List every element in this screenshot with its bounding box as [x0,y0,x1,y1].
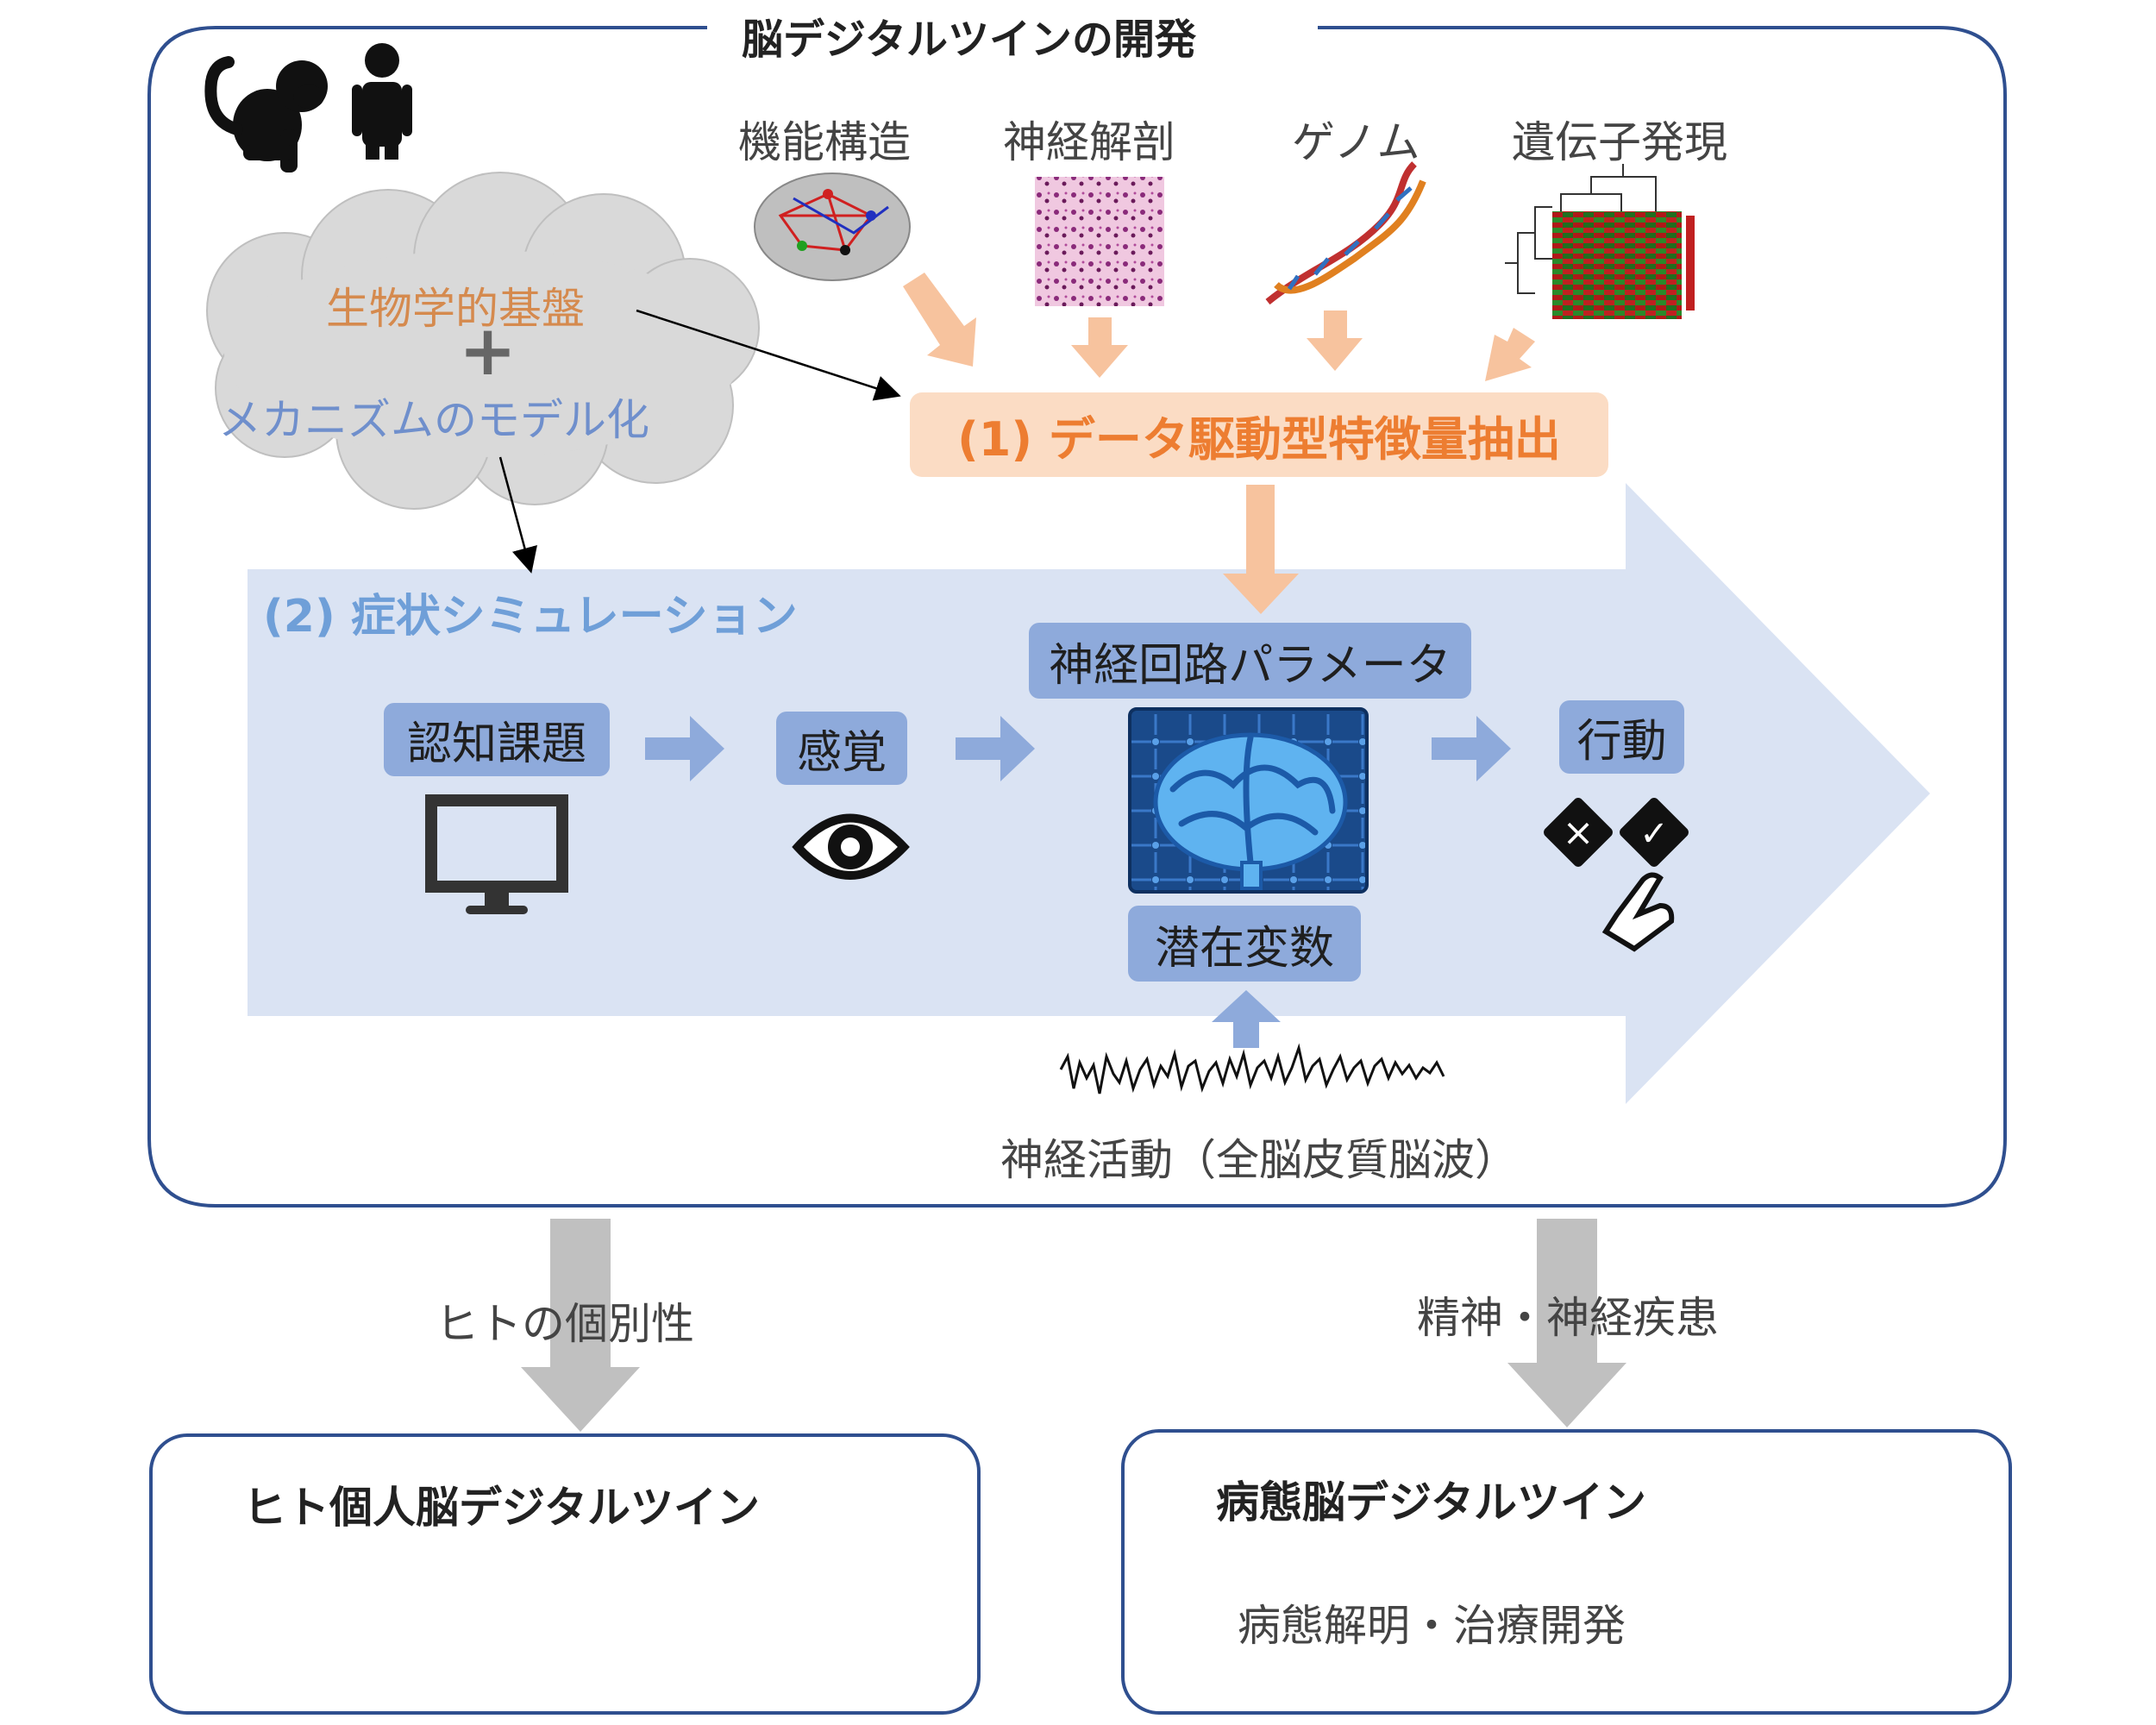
source-label-anatomy: 神経解剖 [1003,117,1175,167]
cloud-to-extraction-line [636,309,901,401]
source-label-function: 機能構造 [738,117,911,167]
sensation-label: 感覚 [796,727,887,779]
individual-twin-title: ヒト個人脳デジタルツイン [243,1483,760,1533]
feature-extraction-label: (1) データ駆動型特徴量抽出 [957,411,1561,467]
individuality-label: ヒトの個別性 [436,1299,694,1349]
latent-variables-box: 潜在変数 [1128,906,1361,982]
monkey-icon [204,56,328,172]
feature-extraction-box: (1) データ駆動型特徴量抽出 [910,392,1608,477]
extraction-to-params-arrow [1223,485,1299,614]
sensation-box: 感覚 [776,712,907,785]
cloud-plus-sign: + [459,310,517,391]
latent-variables-label: 潜在変数 [1154,922,1334,975]
source-arrows [903,273,1535,381]
brain-connectome-icon [754,172,911,281]
main-frame [147,26,2007,1208]
circuit-params-box: 神経回路パラメータ [1029,623,1471,699]
eeg-waveform [1059,1043,1445,1095]
simulation-big-arrow [248,483,1930,1104]
source-label-genome: ゲノム [1292,117,1420,167]
cloud-mechanism-label: メカニズムのモデル化 [218,395,649,445]
individual-twin-box [149,1433,981,1715]
behavior-label: 行動 [1576,716,1667,768]
dna-icon [1265,161,1426,305]
cloud-to-simulation-line [498,456,537,574]
histology-image-icon [1035,177,1164,306]
pathology-twin-title: 病態脳デジタルツイン [1216,1477,1646,1527]
main-title: 脳デジタルツインの開発 [742,16,1197,64]
pathology-twin-text: 病態解明・治療開発 [1238,1601,1626,1651]
cognitive-task-box: 認知課題 [384,703,610,776]
monitor-icon [425,794,568,914]
source-label-expression: 遺伝子発現 [1512,117,1727,167]
pathology-twin-box [1121,1429,2012,1715]
svg-text:✓: ✓ [1639,814,1669,854]
left-down-arrow [521,1219,640,1432]
circuit-params-label: 神経回路パラメータ [1049,639,1451,692]
eye-icon [792,813,910,880]
person-icon [352,43,412,160]
behavior-box: 行動 [1559,700,1684,774]
cloud-biology-label: 生物学的基盤 [326,284,585,334]
flow-arrows [645,716,1511,1048]
brain-chip-icon [1128,707,1369,894]
cloud-shape [206,172,760,510]
simulation-title: (2) 症状シミュレーション [263,591,798,643]
right-down-arrow [1507,1219,1626,1427]
disorders-label: 精神・神経疾患 [1417,1293,1719,1343]
cognitive-task-label: 認知課題 [406,718,586,770]
svg-text:×: × [1563,811,1595,855]
action-choice-icon: × ✓ [1544,798,1689,952]
heatmap-dendrogram-icon [1505,164,1695,319]
neural-activity-label: 神経活動（全脳皮質脳波） [1000,1135,1518,1185]
